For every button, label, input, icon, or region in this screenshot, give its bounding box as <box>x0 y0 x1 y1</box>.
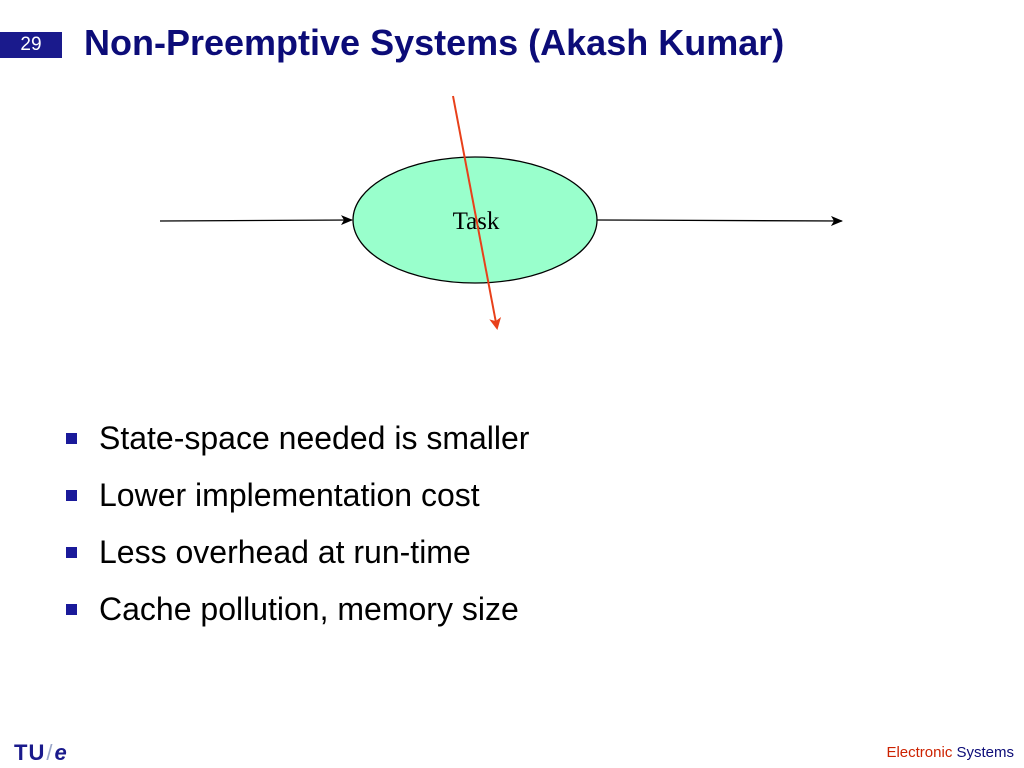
input-arrow <box>159 215 353 226</box>
output-arrow <box>596 215 843 226</box>
square-bullet-icon <box>66 604 77 615</box>
bullet-text: Lower implementation cost <box>99 477 480 513</box>
square-bullet-icon <box>66 490 77 501</box>
square-bullet-icon <box>66 547 77 558</box>
logo-e: e <box>54 740 68 765</box>
slide-title: Non-Preemptive Systems (Akash Kumar) <box>84 22 785 63</box>
logo-tu: TU <box>14 740 46 765</box>
slide-number: 29 <box>0 32 62 58</box>
list-item: Lower implementation cost <box>66 467 529 524</box>
preemption-cut-arrow <box>452 95 502 330</box>
bullet-list: State-space needed is smaller Lower impl… <box>66 410 529 638</box>
logo-slash: / <box>46 740 54 765</box>
tue-logo: TU/e <box>14 740 68 766</box>
footer-department-label: Electronic Systems <box>886 744 1014 761</box>
list-item: Cache pollution, memory size <box>66 581 529 638</box>
footer-word-electronic: Electronic <box>886 744 953 761</box>
bullet-text: State-space needed is smaller <box>99 420 530 456</box>
task-diagram: Task <box>159 95 843 330</box>
bullet-text: Cache pollution, memory size <box>99 591 519 627</box>
footer-word-systems: Systems <box>956 744 1014 761</box>
list-item: Less overhead at run-time <box>66 524 529 581</box>
list-item: State-space needed is smaller <box>66 410 529 467</box>
bullet-text: Less overhead at run-time <box>99 534 471 570</box>
square-bullet-icon <box>66 433 77 444</box>
